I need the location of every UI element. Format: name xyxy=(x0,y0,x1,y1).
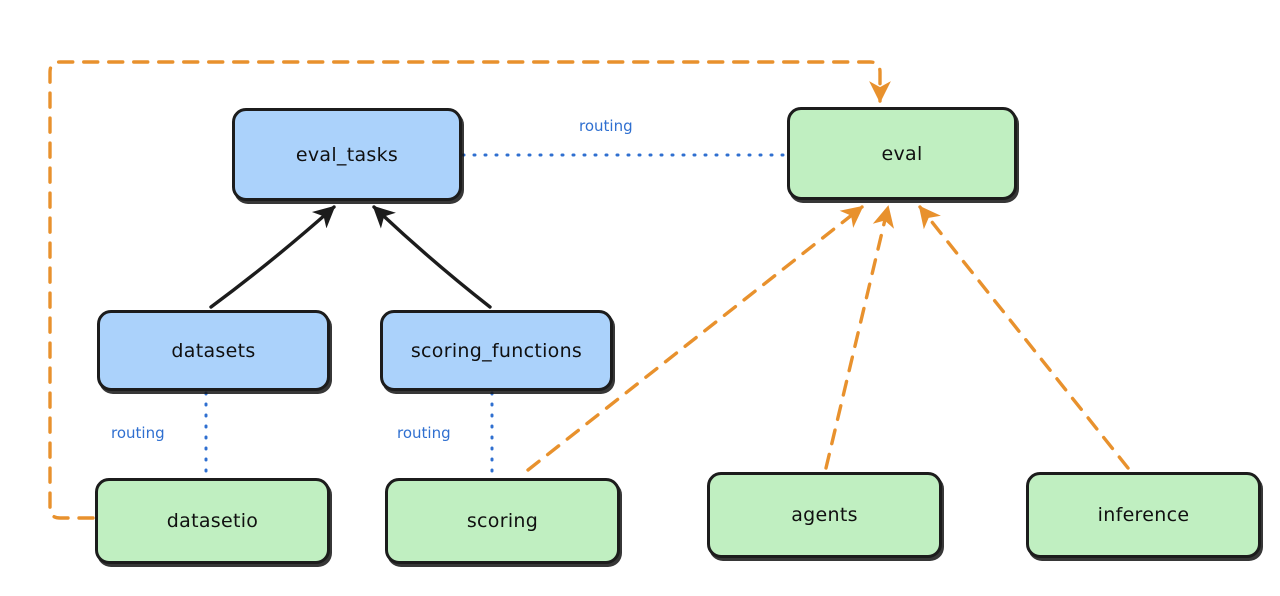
edge-label-routing-datasets: routing xyxy=(111,424,165,442)
node-agents[interactable]: agents xyxy=(707,472,942,558)
node-datasets[interactable]: datasets xyxy=(97,310,330,391)
node-datasetio[interactable]: datasetio xyxy=(95,478,330,564)
node-label-eval-tasks: eval_tasks xyxy=(295,143,399,166)
node-inference[interactable]: inference xyxy=(1026,472,1261,558)
node-label-scoring-functions: scoring_functions xyxy=(410,339,583,362)
node-label-datasetio: datasetio xyxy=(166,510,259,532)
edge-scoring-to-eval xyxy=(526,205,864,472)
node-label-eval: eval xyxy=(881,142,923,165)
edge-agents-to-eval xyxy=(824,205,895,470)
node-label-scoring: scoring xyxy=(466,510,539,532)
node-label-agents: agents xyxy=(791,504,858,526)
edge-inference-to-eval xyxy=(918,205,1130,470)
edge-label-routing-eval-tasks: routing xyxy=(579,117,633,135)
edge-datasets-to-eval-tasks xyxy=(209,205,336,309)
node-eval-tasks[interactable]: eval_tasks xyxy=(232,108,462,201)
node-label-inference: inference xyxy=(1097,504,1190,526)
node-scoring-functions[interactable]: scoring_functions xyxy=(380,310,613,391)
node-label-datasets: datasets xyxy=(171,339,256,362)
edge-datasetio-to-eval xyxy=(48,60,891,520)
node-scoring[interactable]: scoring xyxy=(385,478,620,564)
edge-label-routing-scoring-functions: routing xyxy=(397,424,451,442)
node-eval[interactable]: eval xyxy=(787,107,1017,200)
edge-scoring-functions-to-eval-tasks xyxy=(372,205,492,309)
